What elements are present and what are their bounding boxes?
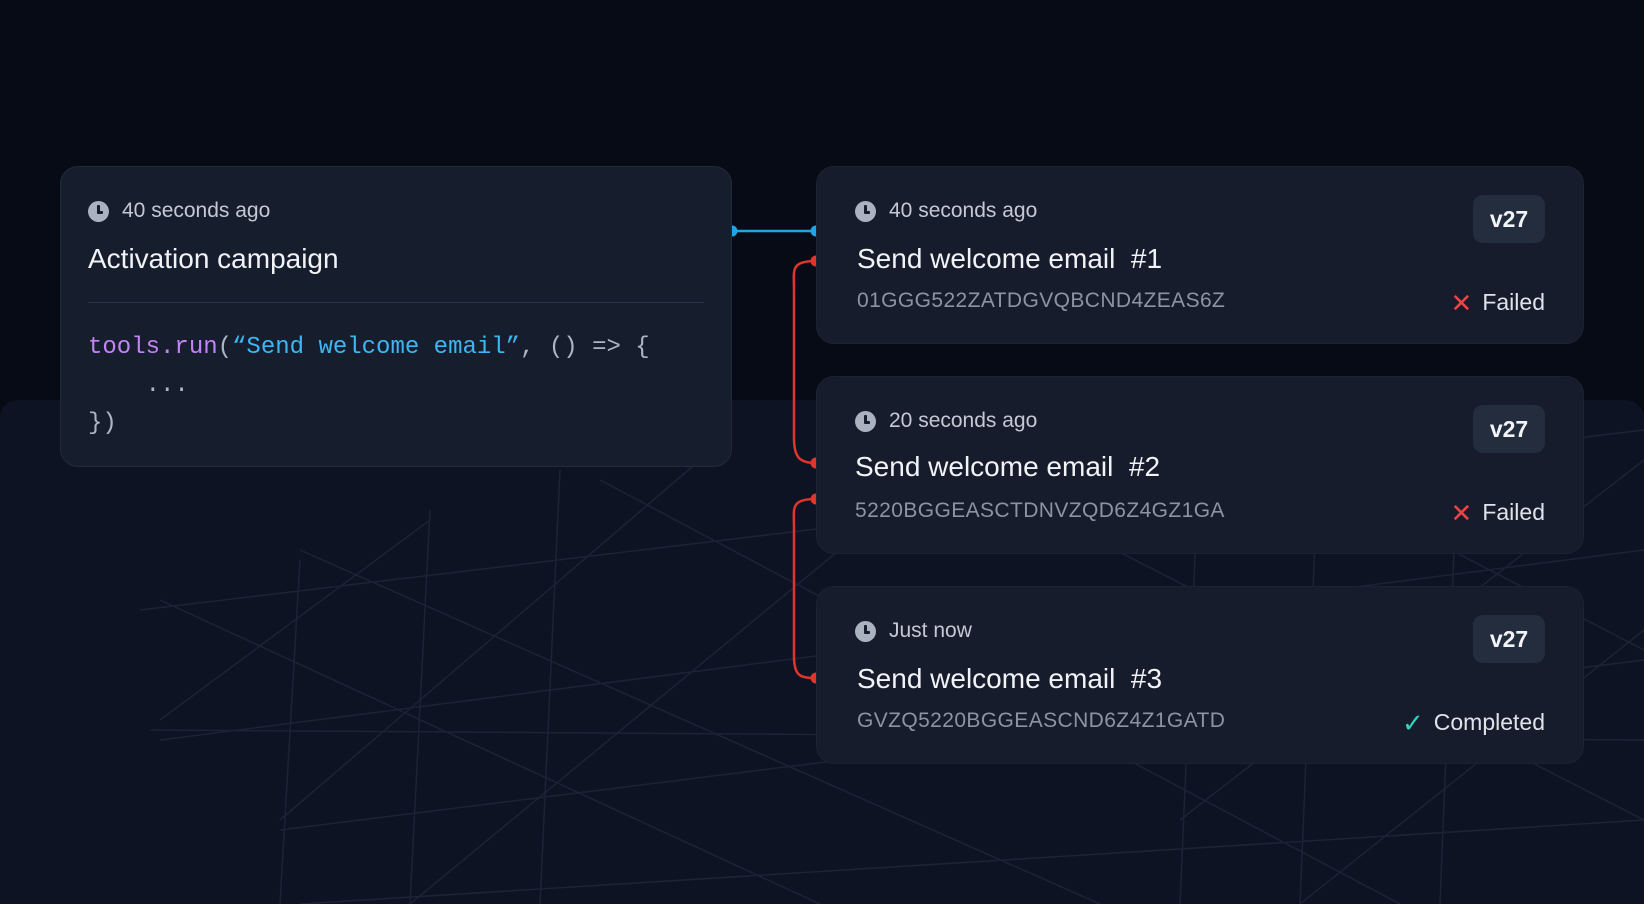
- check-icon: ✓: [1401, 707, 1424, 738]
- run-status-label: Failed: [1482, 499, 1545, 525]
- run-status: ✕ Failed: [1451, 289, 1545, 316]
- x-icon: ✕: [1450, 287, 1473, 318]
- run-time-label: 40 seconds ago: [889, 199, 1038, 222]
- run-title: Send welcome email #1: [857, 243, 1163, 274]
- clock-icon: [855, 410, 876, 432]
- version-badge: v27: [1473, 195, 1545, 243]
- version-badge: v27: [1473, 615, 1545, 663]
- retry-connector-2: [792, 497, 817, 680]
- code-close: }): [88, 410, 117, 437]
- run-title: Send welcome email #2: [855, 451, 1161, 482]
- run-id: GVZQ5220BGGEASCND6Z4Z1GATD: [857, 709, 1226, 732]
- retry-connector-1: [792, 259, 817, 465]
- task-divider: [88, 302, 704, 303]
- version-badge: v27: [1473, 405, 1545, 453]
- run-title: Send welcome email #3: [857, 663, 1163, 694]
- run-timestamp: 40 seconds ago: [855, 199, 1037, 223]
- run-time-label: 20 seconds ago: [889, 409, 1038, 432]
- x-icon: ✕: [1450, 497, 1473, 528]
- task-timestamp: 40 seconds ago: [88, 199, 270, 223]
- code-open-paren: (: [217, 334, 233, 361]
- run-timestamp: 20 seconds ago: [855, 409, 1037, 433]
- code-string: “Send welcome email”: [232, 334, 521, 361]
- run-status: ✓ Completed: [1402, 709, 1545, 736]
- code-rest: , () => {: [520, 334, 650, 361]
- task-title: Activation campaign: [88, 243, 339, 274]
- run-time-label: Just now: [889, 619, 972, 642]
- run-card-1[interactable]: 40 seconds ago Send welcome email #1 01G…: [816, 166, 1584, 344]
- run-status-label: Failed: [1482, 289, 1545, 315]
- run-id: 01GGG522ZATDGVQBCND4ZEAS6Z: [857, 289, 1226, 312]
- task-time-label: 40 seconds ago: [122, 199, 271, 222]
- run-id: 5220BGGEASCTDNVZQD6Z4GZ1GA: [855, 499, 1225, 522]
- task-card[interactable]: 40 seconds ago Activation campaign tools…: [60, 166, 732, 467]
- clock-icon: [88, 200, 109, 222]
- run-card-2[interactable]: 20 seconds ago Send welcome email #2 522…: [816, 376, 1584, 554]
- run-card-3[interactable]: Just now Send welcome email #3 GVZQ5220B…: [816, 586, 1584, 764]
- code-function: tools.run: [88, 334, 218, 361]
- run-timestamp: Just now: [855, 619, 972, 643]
- clock-icon: [855, 620, 876, 642]
- clock-icon: [855, 200, 876, 222]
- code-body: ...: [88, 372, 189, 399]
- run-status: ✕ Failed: [1451, 499, 1545, 526]
- run-status-label: Completed: [1433, 709, 1545, 735]
- task-code-snippet: tools.run(“Send welcome email”, () => { …: [88, 329, 650, 443]
